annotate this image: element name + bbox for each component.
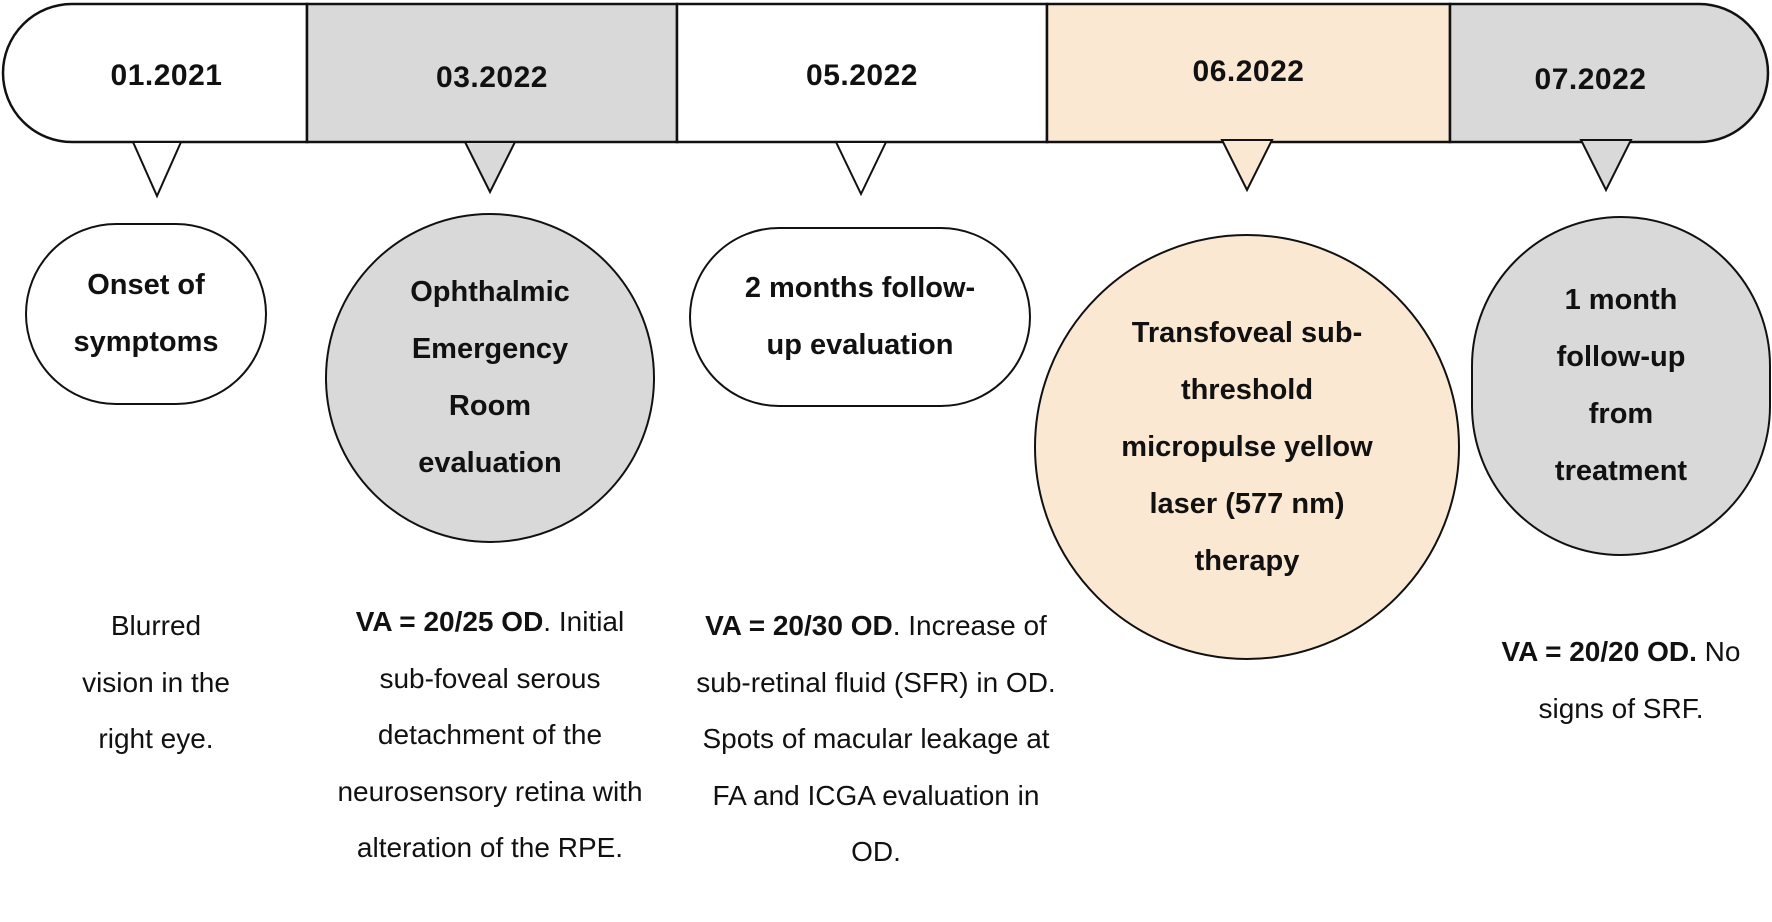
event-node-3 [1034,234,1460,660]
timeline-date-2: 05.2022 [806,59,918,92]
timeline-segment-3 [1045,2,1452,144]
pointer-triangle-4 [1579,139,1633,193]
event-label-1: Ophthalmic Emergency Room evaluation [410,276,570,479]
event-description-1: VA = 20/25 OD. Initial sub-foveal serous… [337,606,643,863]
event-label-3: Transfoveal sub-threshold micropulse yel… [1121,316,1373,577]
pointer-triangle-1 [463,141,517,195]
event-node-2 [689,227,1031,407]
event-description-4: VA = 20/20 OD. No signs of SRF. [1501,636,1741,724]
event-node-4 [1471,216,1771,556]
timeline-segment-4 [1448,2,1770,144]
event-label-2: 2 months follow-up evaluation [744,272,976,361]
pointer-triangle-3 [1220,139,1274,193]
timeline-date-3: 06.2022 [1192,55,1305,88]
timeline-date-4: 07.2022 [1534,63,1647,96]
event-label-4: 1 month follow-up from treatment [1554,284,1688,487]
event-label-0: Onset of symptoms [73,269,219,358]
event-description-2: VA = 20/30 OD. Increase of sub-retinal f… [696,610,1056,867]
pointer-triangle-2 [834,141,888,197]
event-description-0: Blurred vision in the right eye. [82,610,230,754]
event-node-1 [325,213,655,543]
timeline-date-1: 03.2022 [436,61,548,94]
pointer-triangle-0 [131,141,183,199]
timeline-segment-0 [1,2,309,144]
event-node-0 [25,223,267,405]
timeline-date-0: 01.2021 [110,59,223,92]
timeline-segment-1 [305,2,679,144]
